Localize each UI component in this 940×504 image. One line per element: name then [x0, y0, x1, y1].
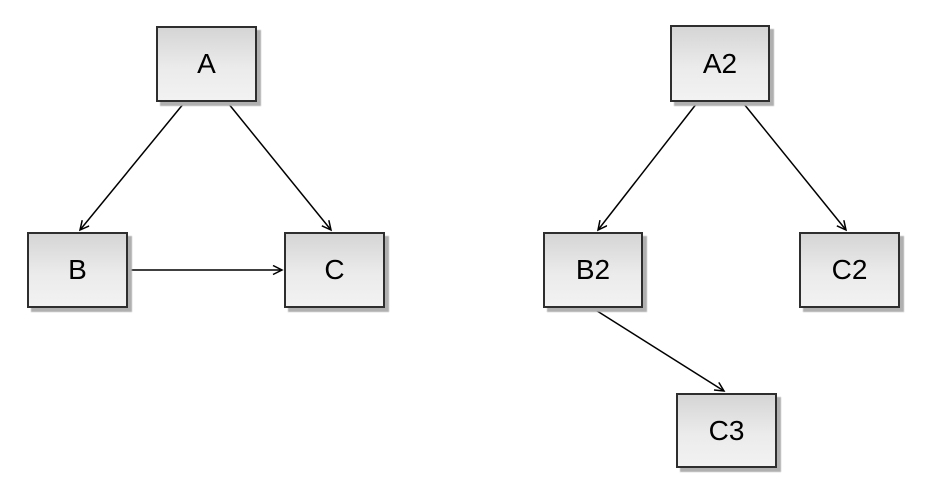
node-C2[interactable]: C2: [799, 232, 900, 308]
node-label-A2: A2: [702, 47, 738, 79]
edge-B2-C3: [593, 308, 724, 391]
node-A2[interactable]: A2: [670, 25, 770, 102]
edge-A2-B2: [598, 102, 698, 230]
edge-A-C: [227, 102, 331, 230]
edge-A2-C2: [743, 103, 846, 230]
node-label-B2: B2: [575, 254, 611, 285]
node-C[interactable]: C: [284, 232, 385, 308]
node-C3[interactable]: C3: [676, 393, 777, 468]
node-label-B: B: [68, 254, 87, 285]
node-label-C: C: [324, 254, 345, 285]
edge-A-B: [80, 102, 185, 230]
node-label-C2: C2: [831, 254, 868, 285]
node-A[interactable]: A: [156, 26, 257, 102]
node-B[interactable]: B: [27, 232, 128, 308]
node-label-C3: C3: [708, 414, 745, 446]
node-label-A: A: [197, 48, 216, 79]
node-B2[interactable]: B2: [543, 232, 643, 308]
